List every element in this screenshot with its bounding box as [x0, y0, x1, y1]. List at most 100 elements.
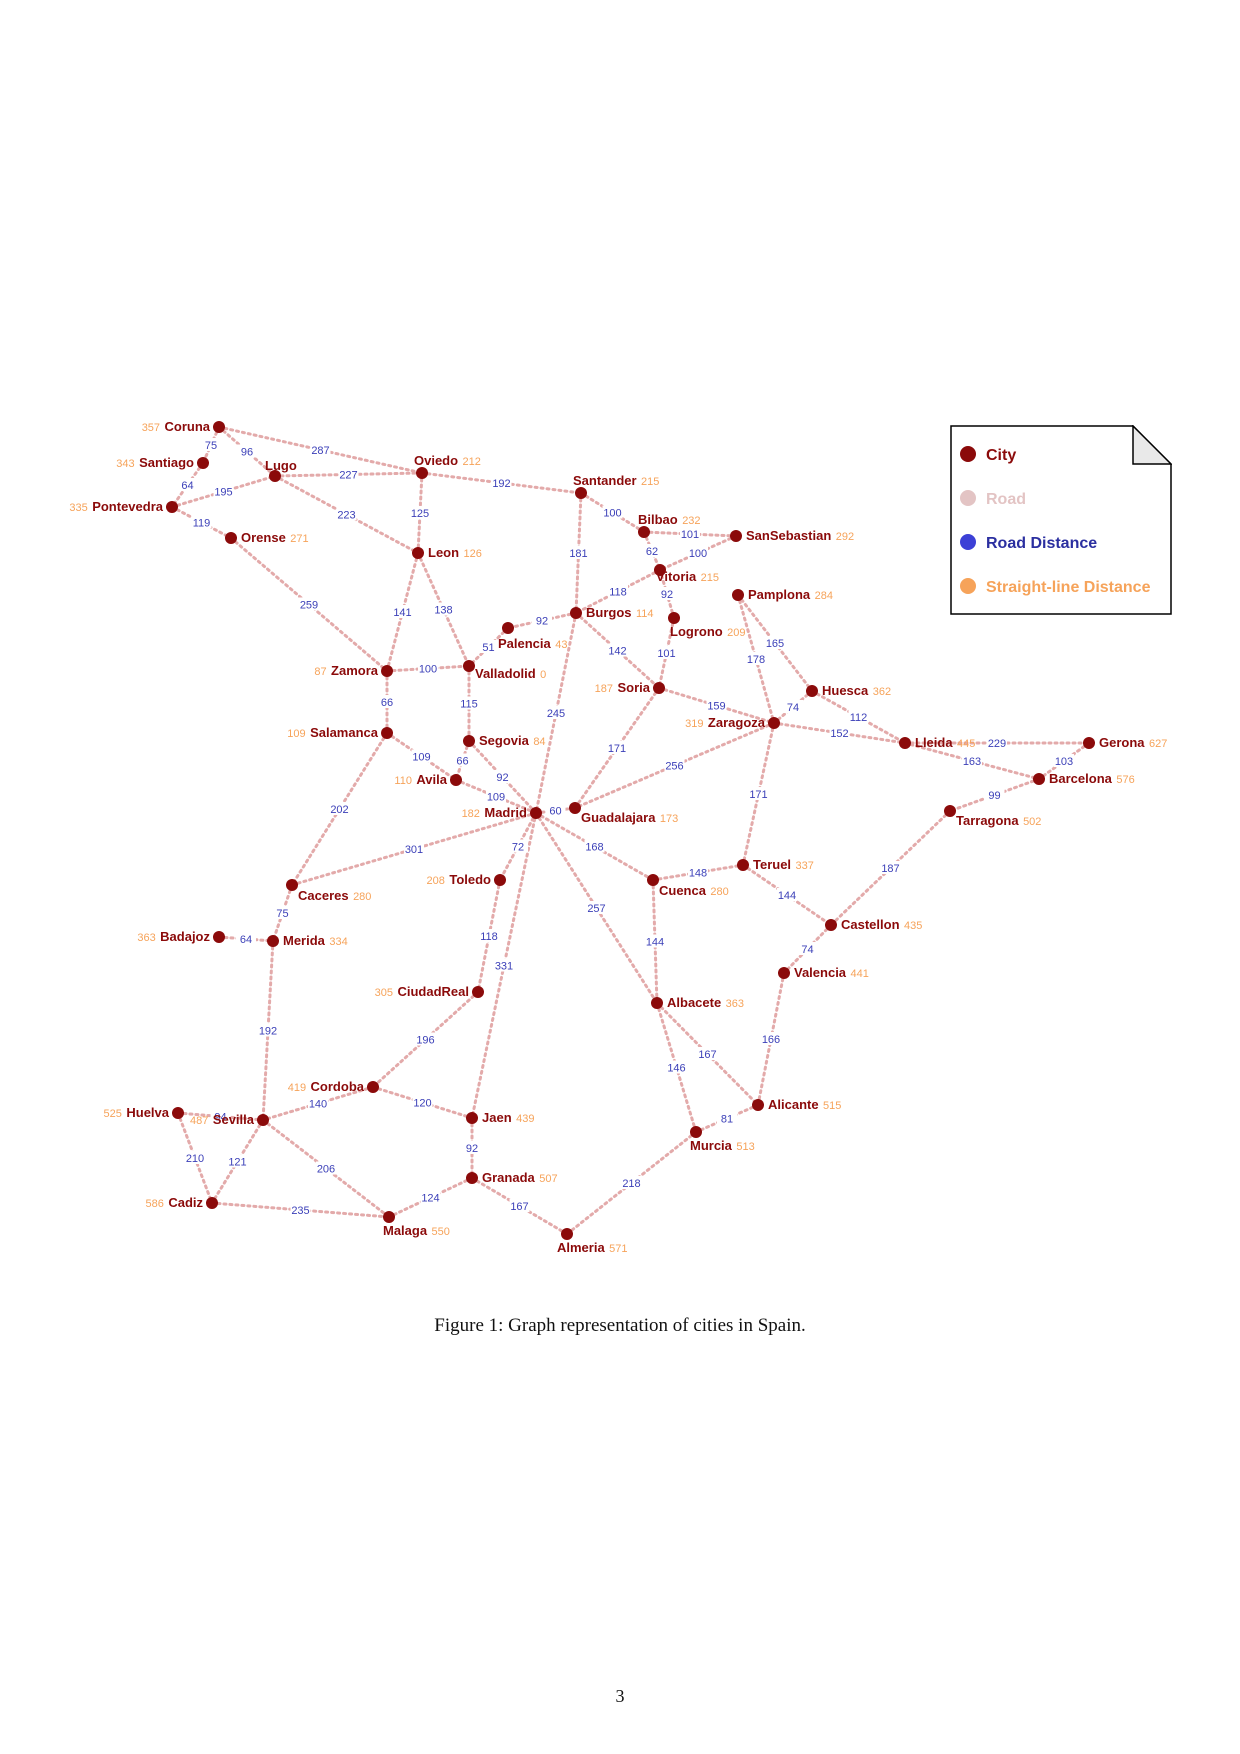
- city-name: Coruna: [165, 419, 211, 434]
- road-distance-label: 121: [228, 1157, 246, 1169]
- straight-line-distance: 126: [464, 548, 482, 560]
- city-marker: [466, 1112, 478, 1124]
- road-distance-label: 195: [214, 487, 232, 499]
- city-name: Lugo: [265, 458, 297, 473]
- road-distance-label: 192: [259, 1026, 277, 1038]
- road-distance-bg: [602, 505, 623, 519]
- road-distance-label: 331: [495, 961, 513, 973]
- straight-line-distance: 215: [701, 572, 719, 584]
- city-gerona: Gerona 627: [1083, 735, 1167, 750]
- legend-road-dot: [960, 490, 976, 506]
- city-label: Lugo: [265, 458, 297, 473]
- city-label: Palencia 43: [498, 635, 567, 652]
- road-distance-bg: [987, 736, 1007, 749]
- city-name: CiudadReal: [397, 984, 469, 999]
- straight-line-distance: 337: [796, 860, 814, 872]
- road-distance-label: 94: [214, 1112, 226, 1124]
- city-marker: [530, 807, 542, 819]
- road-distance-bg: [329, 802, 350, 815]
- straight-line-distance: 280: [353, 891, 371, 903]
- road-oviedo-leon: [416, 471, 424, 555]
- road-distance-label: 101: [681, 529, 699, 541]
- road-distance-label: 166: [762, 1034, 780, 1046]
- city-label: Malaga 550: [383, 1222, 450, 1239]
- road-distance-label: 60: [549, 806, 561, 818]
- city-badajoz: 363 Badajoz: [137, 929, 225, 944]
- road-distance-bg: [746, 652, 766, 665]
- city-barcelona: Barcelona 576: [1033, 771, 1135, 786]
- straight-line-distance: 515: [823, 1100, 841, 1112]
- road-distance-label: 202: [330, 804, 348, 816]
- city-bilbao: Bilbao 232: [638, 512, 701, 538]
- road-distance-label: 301: [405, 844, 423, 856]
- city-marker: [472, 986, 484, 998]
- road-distance-label: 125: [411, 508, 429, 520]
- city-label: 487 Sevilla: [190, 1111, 255, 1128]
- city-name: Pontevedra: [92, 499, 164, 514]
- straight-line-distance: 513: [736, 1141, 754, 1153]
- city-pontevedra: 335 Pontevedra: [69, 498, 178, 515]
- road-distance-bg: [452, 753, 473, 767]
- road-cordoba-jaen: [371, 1085, 474, 1120]
- city-cuenca: Cuenca 280: [647, 874, 729, 898]
- road-distance-bg: [236, 932, 256, 945]
- city-label: Leon 126: [428, 544, 482, 561]
- city-merida: Merida 334: [267, 933, 348, 948]
- city-marker: [463, 735, 475, 747]
- road-distance-bg: [962, 754, 982, 767]
- road-distance-label: 152: [830, 728, 848, 740]
- road-distance-label: 167: [698, 1049, 716, 1061]
- city-marker: [899, 737, 911, 749]
- city-soria: 187 Soria: [595, 680, 665, 695]
- city-label: Huesca 362: [822, 682, 891, 699]
- city-name: Bilbao: [638, 512, 678, 527]
- city-name: Zaragoza: [708, 715, 766, 730]
- straight-line-distance: 439: [516, 1113, 534, 1125]
- road-distance-bg: [777, 888, 797, 901]
- city-marker: [213, 931, 225, 943]
- city-name: Sevilla: [213, 1112, 255, 1127]
- road-distance-bg: [621, 1176, 642, 1189]
- road-distance-bg: [765, 636, 785, 649]
- city-marker: [416, 467, 428, 479]
- road-distance-label: 64: [240, 934, 252, 946]
- city-lugo: Lugo: [265, 458, 297, 482]
- city-label: 525 Huelva: [104, 1104, 170, 1121]
- road-distance-label: 144: [646, 937, 664, 949]
- straight-line-distance: 284: [815, 590, 833, 602]
- road-distance-bg: [410, 506, 430, 519]
- road-distance-label: 100: [603, 508, 621, 520]
- road-distance-bg: [459, 696, 479, 710]
- road-distance-bg: [478, 640, 499, 653]
- road-distance-bg: [191, 515, 212, 529]
- road-distance-label: 229: [988, 738, 1006, 750]
- city-name: Caceres: [298, 888, 349, 903]
- city-label: Guadalajara 173: [581, 809, 678, 826]
- city-huesca: Huesca 362: [806, 682, 891, 699]
- city-label: 335 Pontevedra: [69, 498, 163, 515]
- straight-line-distance: 550: [432, 1226, 450, 1238]
- city-avila: 110 Avila: [394, 772, 462, 787]
- road-bilbao-sansebastian: [642, 530, 738, 538]
- road-distance-bg: [717, 1111, 737, 1125]
- city-marker: [494, 874, 506, 886]
- city-label: 182 Madrid: [462, 804, 527, 821]
- city-marker: [825, 919, 837, 931]
- city-sevilla: 487 Sevilla: [190, 1111, 269, 1128]
- road-distance-bg: [299, 597, 319, 611]
- city-marker: [575, 487, 587, 499]
- city-oviedo: Oviedo 212: [414, 452, 481, 479]
- city-label: Granada 507: [482, 1169, 558, 1186]
- city-label: Oviedo 212: [414, 452, 481, 469]
- straight-line-distance: 334: [329, 936, 347, 948]
- city-name: Soria: [617, 680, 650, 695]
- straight-line-distance: 110: [394, 775, 412, 787]
- legend-dogear: [1132, 425, 1172, 465]
- road-distance-label: 92: [496, 772, 508, 784]
- city-label: Albacete 363: [667, 994, 744, 1011]
- city-zaragoza: 319 Zaragoza: [685, 715, 780, 730]
- road-distance-label: 103: [1055, 756, 1073, 768]
- road-distance-bg: [645, 934, 665, 948]
- city-lleida: Lleida 445: [899, 735, 975, 750]
